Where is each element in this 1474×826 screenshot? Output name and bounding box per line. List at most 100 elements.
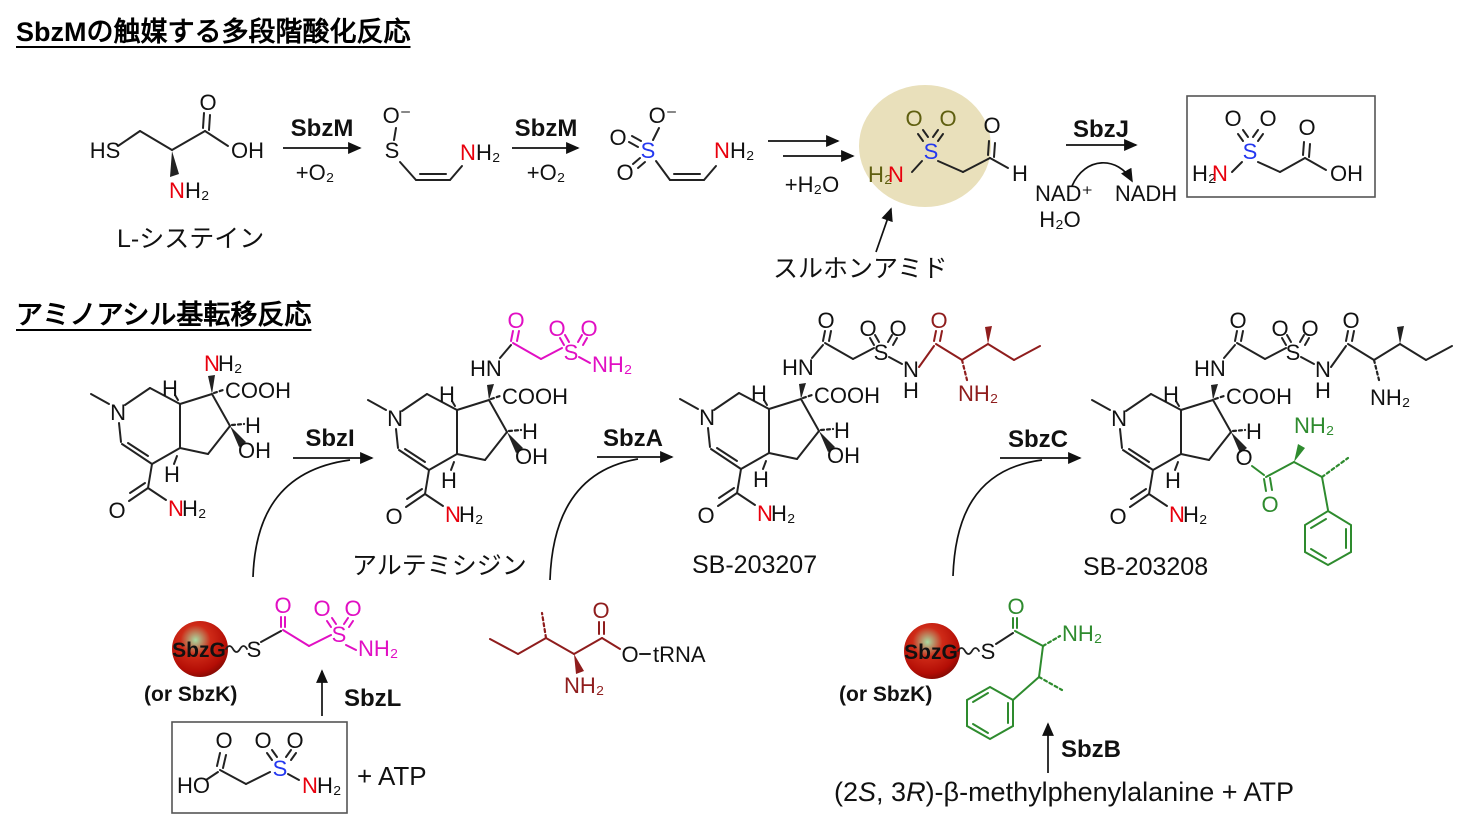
bonds <box>1223 326 1453 382</box>
carrier-sphere <box>172 621 228 677</box>
atom-label-s: S <box>385 138 400 163</box>
structure-sulfenate: O⁻ S N H₂ <box>383 103 500 181</box>
enzyme-label-sbzi: SbzI <box>305 425 354 452</box>
atom-label-o: O <box>215 728 232 753</box>
substrate-box <box>171 721 348 814</box>
bonds <box>966 617 1064 741</box>
atom-label-h: H <box>903 378 919 403</box>
atom-label-o: O <box>592 598 609 623</box>
atom-label-s: S <box>641 138 656 163</box>
atom-label-s: S <box>332 622 347 647</box>
compound-label-sb203208: SB-203208 <box>1083 553 1208 581</box>
atom-label-o: O <box>817 308 834 333</box>
enzyme-label-sbzm: SbzM <box>291 115 354 142</box>
enzyme-label-sbzb: SbzB <box>1061 736 1121 763</box>
atom-label-o: O <box>1229 308 1246 333</box>
bonds <box>1231 129 1327 173</box>
fragment-sulfonamide-isoleucyl-2: O O O S N H O NH₂ <box>1223 308 1453 410</box>
structure-sb203207-core: HN OH <box>678 355 882 530</box>
enzyme-label-sbzl: SbzL <box>344 685 401 712</box>
atom-label-n: N <box>888 162 904 187</box>
bonds <box>911 129 1009 173</box>
atom-label-h2: H₂ <box>218 351 242 376</box>
atom-label-o: O <box>580 316 597 341</box>
arrow-sbzm-1: SbzM +O₂ <box>283 115 362 185</box>
atom-label-h: H <box>1315 378 1331 403</box>
atom-label-nh2: NH₂ <box>958 381 998 406</box>
atom-label-o-minus: O⁻ <box>649 103 678 128</box>
section-title-transfer: アミノアシル基転移反応 <box>16 300 312 330</box>
atom-label-s: S <box>273 756 288 781</box>
carrier-alt-label: (or SbzK) <box>144 683 237 706</box>
atom-label-o: O <box>254 728 271 753</box>
atom-label-s: S <box>1243 139 1258 164</box>
atom-label-nh2: NH₂ <box>1062 621 1102 646</box>
atom-label-s: S <box>564 340 579 365</box>
cofactor-o2: +O₂ <box>296 160 335 185</box>
bonds <box>205 749 300 785</box>
product-box <box>1186 95 1376 198</box>
structure-sulfonate: O⁻ O O S N H₂ <box>609 103 754 185</box>
bonds <box>489 611 651 674</box>
atom-label-nh2: NH₂ <box>564 673 604 698</box>
cofactor-o2: +O₂ <box>527 160 566 185</box>
atom-label-n: N <box>1212 161 1228 186</box>
arrow-sbzc: SbzC <box>952 426 1082 577</box>
compound-label-artemisijin: アルテミシジン <box>352 552 527 580</box>
atom-label-s: S <box>874 340 889 365</box>
arrow-sbzi: SbzI <box>252 425 374 578</box>
atom-label-o: O <box>344 596 361 621</box>
atom-label-o: O <box>905 106 922 131</box>
structure-sb203208-core: HN O <box>1090 356 1294 531</box>
atom-label-n: N <box>169 178 185 203</box>
atom-label-o: O <box>1298 115 1315 140</box>
sulfonamide-highlight-ellipse <box>859 85 991 207</box>
atom-label-n: N <box>1315 357 1331 382</box>
atom-label-hs: HS <box>90 138 121 163</box>
atom-label-o: O <box>313 596 330 621</box>
atom-label-nh2: NH₂ <box>1370 385 1410 410</box>
carrier-sbzg-left: SbzG S O O O S NH₂ (or SbzK) <box>144 593 398 706</box>
cofactor-nad: NAD⁺ <box>1035 181 1093 206</box>
cofactor-h2o: +H₂O <box>785 172 839 197</box>
atom-label-oh: OH <box>231 138 264 163</box>
squiggle-bond <box>225 645 248 653</box>
atom-label-h: H <box>1012 161 1028 186</box>
atom-label-hn: HN <box>470 356 502 381</box>
atom-label-o: O <box>621 642 638 667</box>
atom-label-o: O <box>859 316 876 341</box>
enzyme-label-sbza: SbzA <box>603 425 663 452</box>
enzyme-label-sbzc: SbzC <box>1008 426 1068 453</box>
atom-label-o: O <box>1271 316 1288 341</box>
compound-label-sb203207: SB-203207 <box>692 551 817 579</box>
bonds <box>499 330 591 364</box>
carrier-sbzg-right: SbzG S O NH₂ (or SbzK) <box>839 594 1102 741</box>
atom-label-o: O <box>507 308 524 333</box>
carrier-name: SbzG <box>904 641 958 664</box>
atom-label-nh2: NH₂ <box>358 636 398 661</box>
fragment-sulfonamide-isoleucyl: O O O S N H O NH₂ <box>811 308 1041 406</box>
structure-l-cysteine: HS O OH N H₂ <box>90 90 264 203</box>
atom-label-oh: OH <box>1330 161 1363 186</box>
arrow-sbzl: SbzL <box>316 669 401 716</box>
structure-sulfonamide-aldehyde: H₂ N S O O O H <box>868 106 1028 187</box>
atom-label-s: S <box>247 637 262 662</box>
arrow-sbzb: SbzB <box>1042 722 1121 773</box>
bonds <box>628 127 717 181</box>
bonds <box>1251 444 1352 567</box>
atom-label-o: O <box>1235 445 1252 470</box>
atom-label-ho: HO <box>177 773 210 798</box>
atom-label-oh: OH <box>827 443 860 468</box>
atom-label-o: O <box>548 316 565 341</box>
carrier-name: SbzG <box>172 639 226 662</box>
atom-label-nh2: NH₂ <box>592 352 632 377</box>
enzyme-label-sbzj: SbzJ <box>1073 116 1129 143</box>
sulfonamide-pointer-arrow <box>875 207 893 253</box>
atom-label-o: O <box>616 160 633 185</box>
atom-label-o: O <box>1259 106 1276 131</box>
compound-label-sulfonamide: スルホンアミド <box>773 255 948 283</box>
fragment-bmephe-ester-green: O NH₂ <box>1251 413 1352 567</box>
structure-core-amine: N H₂ OH <box>89 351 293 525</box>
bonds <box>117 112 229 177</box>
